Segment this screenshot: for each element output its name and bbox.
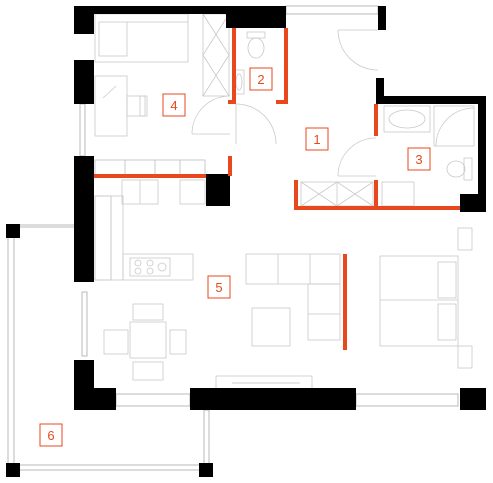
shower	[433, 105, 475, 147]
living-window-left	[81, 291, 88, 357]
walls	[6, 6, 486, 477]
room-label-1: 1	[305, 127, 329, 151]
svg-text:5: 5	[215, 280, 222, 295]
room-label-4: 4	[162, 93, 186, 117]
furniture-layer	[79, 5, 475, 407]
room-label-2: 2	[249, 67, 273, 91]
sofa	[245, 253, 341, 341]
hall-cabinet	[300, 181, 374, 207]
living-window-bottom-2	[355, 393, 459, 407]
room-label-6: 6	[39, 423, 63, 447]
living-window-bottom-1	[115, 393, 191, 407]
double-bed	[379, 227, 473, 369]
washing-machine	[381, 181, 415, 207]
door-entrance	[337, 29, 379, 71]
kitchen-counter-side	[94, 195, 194, 281]
door-bathroom-3	[337, 137, 377, 177]
dining-table	[103, 303, 187, 381]
bedroom-window	[79, 103, 86, 157]
room-label-3: 3	[407, 147, 431, 171]
door-bathroom-2	[235, 103, 277, 145]
toilet-3	[446, 157, 473, 181]
svg-text:2: 2	[257, 72, 264, 87]
svg-text:1: 1	[313, 132, 320, 147]
balcony-outline	[7, 224, 210, 471]
tv-stand	[215, 375, 313, 391]
svg-text:4: 4	[170, 98, 177, 113]
wardrobe	[202, 13, 230, 97]
bedroom-window-top	[285, 5, 379, 15]
coffee-table	[251, 307, 291, 347]
toilet-2	[246, 31, 266, 59]
room-label-5: 5	[207, 275, 231, 299]
partitions	[94, 28, 460, 350]
svg-text:6: 6	[47, 428, 54, 443]
bed	[94, 13, 189, 63]
kitchen-counter-top	[94, 159, 206, 205]
door-swings	[191, 29, 379, 177]
bathtub	[383, 105, 431, 133]
door-bedroom-4	[191, 95, 231, 135]
svg-text:3: 3	[415, 152, 422, 167]
desk	[94, 75, 148, 137]
